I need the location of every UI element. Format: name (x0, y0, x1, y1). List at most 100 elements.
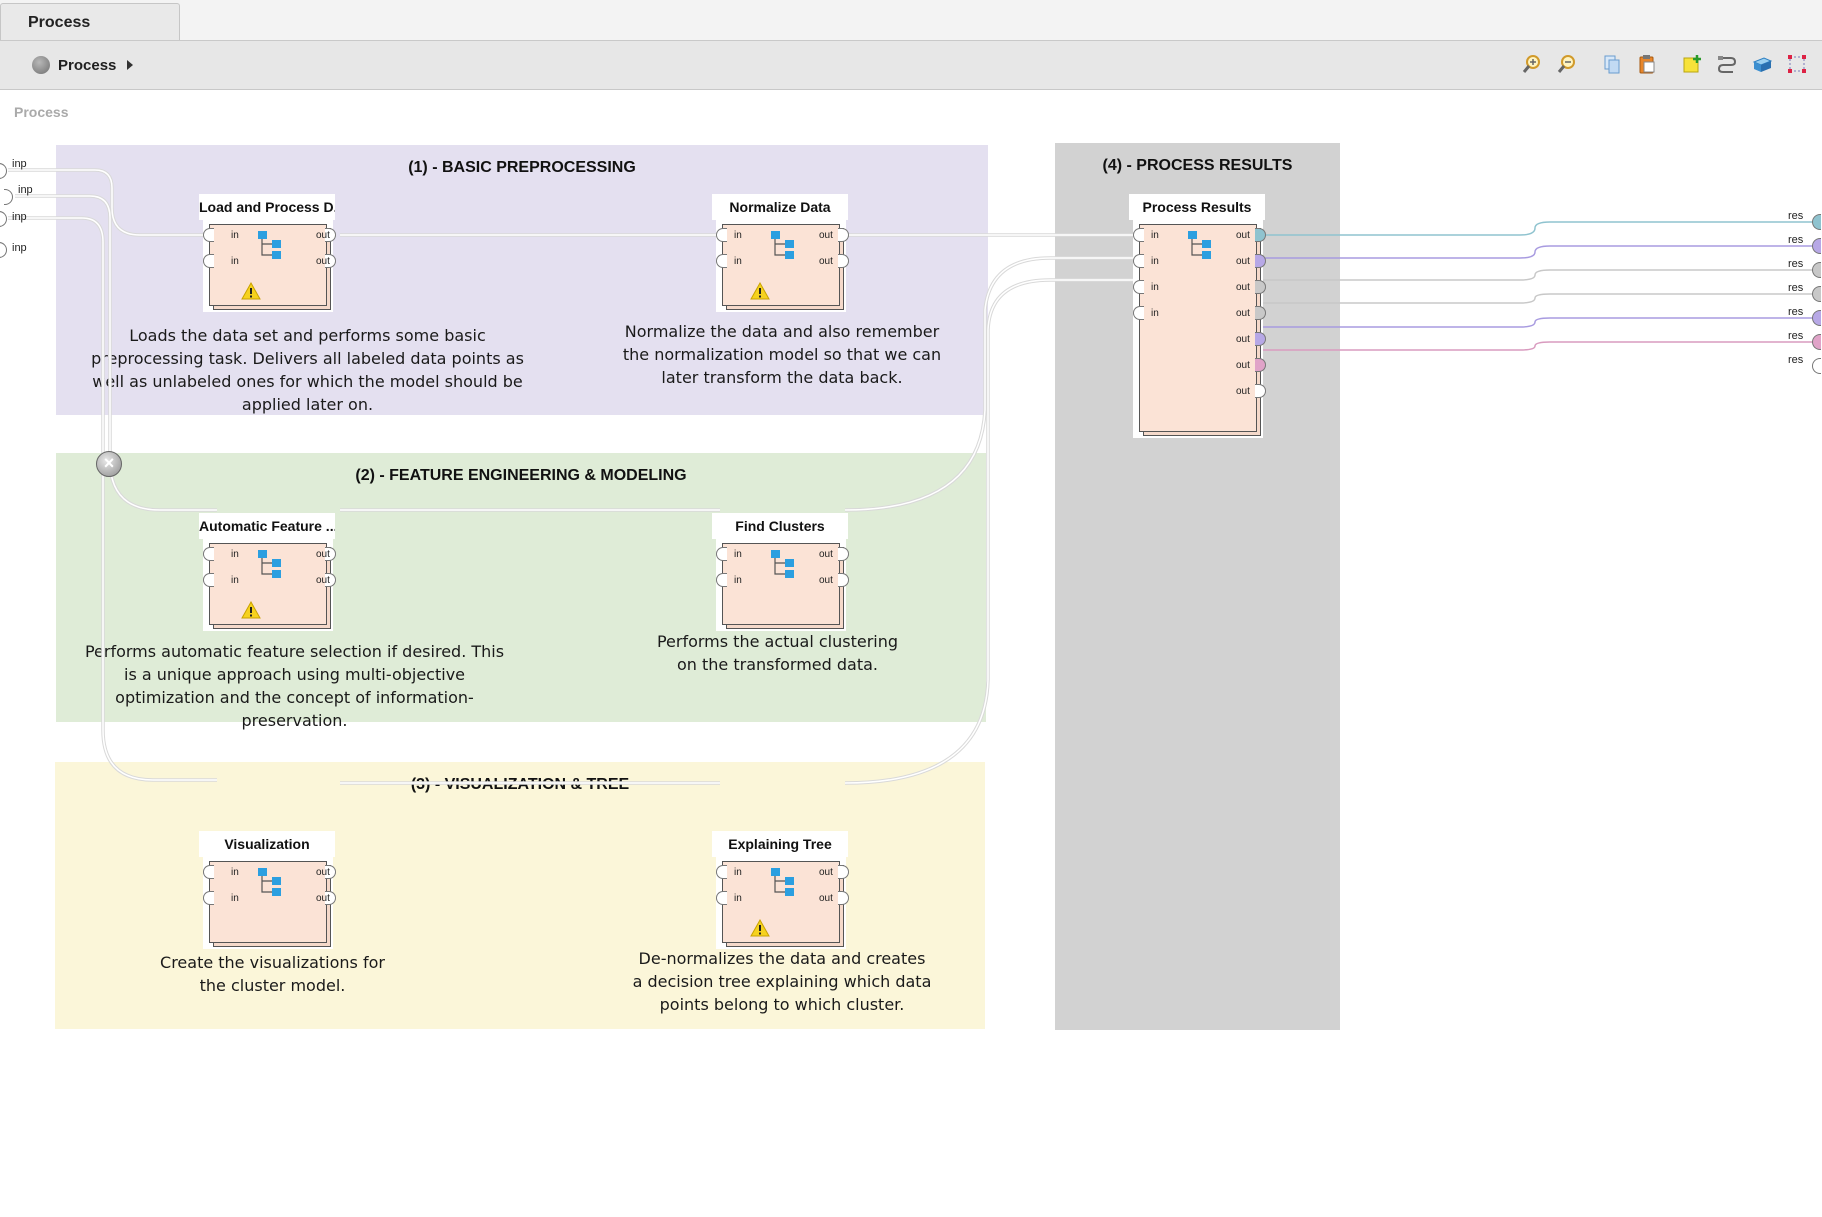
input-port[interactable] (716, 573, 727, 587)
input-port[interactable] (716, 865, 727, 879)
port-label: in (231, 256, 239, 267)
layers-icon[interactable] (1751, 53, 1773, 75)
port-label: out (1236, 256, 1250, 267)
output-port[interactable] (1255, 358, 1266, 372)
warning-icon[interactable] (241, 281, 261, 305)
output-port[interactable] (838, 254, 849, 268)
input-port[interactable] (716, 228, 727, 242)
breadcrumb[interactable]: Process (32, 54, 134, 76)
port-label: out (819, 867, 833, 878)
fit-view-icon[interactable] (1786, 53, 1808, 75)
input-port[interactable] (716, 547, 727, 561)
paste-icon[interactable] (1636, 53, 1658, 75)
port-label: out (819, 256, 833, 267)
operator-title: Normalize Data (712, 194, 848, 220)
operator-title: Visualization (199, 831, 335, 857)
port-label: in (231, 893, 239, 904)
subprocess-icon (257, 867, 285, 904)
operator-load-and-process-data[interactable]: Load and Process D... in in out out (199, 194, 336, 318)
subprocess-icon (257, 549, 285, 586)
output-port[interactable] (1255, 228, 1266, 242)
input-port[interactable] (203, 891, 214, 905)
input-port-label: inp (12, 158, 27, 170)
operator-title: Load and Process D... (199, 194, 335, 220)
output-port[interactable] (838, 547, 849, 561)
output-port[interactable] (325, 228, 336, 242)
warning-icon[interactable] (750, 281, 770, 305)
port-label: out (1236, 386, 1250, 397)
group-title: (4) - PROCESS RESULTS (1102, 157, 1293, 174)
port-label: out (316, 256, 330, 267)
output-port[interactable] (838, 891, 849, 905)
port-label: in (734, 893, 742, 904)
port-label: out (316, 893, 330, 904)
description-load: Loads the data set and performs some bas… (91, 326, 524, 414)
result-port-1[interactable] (1812, 214, 1821, 230)
chevron-right-icon[interactable] (127, 60, 134, 70)
copy-icon[interactable] (1601, 53, 1623, 75)
result-port-6[interactable] (1812, 334, 1821, 350)
result-port-2[interactable] (1812, 238, 1821, 254)
warning-icon[interactable] (241, 600, 261, 624)
output-port[interactable] (325, 547, 336, 561)
output-port[interactable] (838, 865, 849, 879)
output-port[interactable] (838, 228, 849, 242)
result-port-3[interactable] (1812, 262, 1821, 278)
result-port-label: res (1788, 210, 1804, 222)
input-port[interactable] (203, 865, 214, 879)
description-explaining-tree: De-normalizes the data and creates a dec… (632, 949, 932, 1014)
result-port-4[interactable] (1812, 286, 1821, 302)
operator-explaining-tree[interactable]: Explaining Tree in in out out (712, 831, 849, 955)
output-port[interactable] (325, 891, 336, 905)
operator-find-clusters[interactable]: Find Clusters in in out out (712, 513, 849, 637)
input-port[interactable] (203, 228, 214, 242)
input-port[interactable] (1133, 306, 1144, 320)
output-port[interactable] (325, 254, 336, 268)
tab-process[interactable]: Process (0, 3, 180, 40)
input-port[interactable] (1133, 228, 1144, 242)
port-label: out (316, 867, 330, 878)
input-port[interactable] (203, 547, 214, 561)
result-port-5[interactable] (1812, 310, 1821, 326)
output-port[interactable] (1255, 306, 1266, 320)
output-port[interactable] (838, 573, 849, 587)
process-canvas[interactable]: Process (1) - BASIC PREPROCESSING (2) - … (0, 90, 1822, 1217)
zoom-out-icon[interactable] (1556, 53, 1578, 75)
operator-automatic-feature-engineering[interactable]: Automatic Feature ... in in out out (199, 513, 336, 637)
port-label: in (231, 867, 239, 878)
subprocess-icon (770, 230, 798, 267)
operator-body (1139, 224, 1257, 432)
zoom-in-icon[interactable] (1521, 53, 1543, 75)
output-port[interactable] (1255, 280, 1266, 294)
operator-normalize-data[interactable]: Normalize Data in in out out (712, 194, 849, 318)
output-port[interactable] (325, 573, 336, 587)
operator-visualization[interactable]: Visualization in in out out (199, 831, 336, 955)
auto-wire-icon[interactable] (1716, 53, 1738, 75)
description-normalize: Normalize the data and also remember the… (622, 322, 942, 387)
input-port[interactable] (1133, 280, 1144, 294)
subprocess-icon (257, 230, 285, 267)
port-label: out (1236, 230, 1250, 241)
result-port-7[interactable] (1812, 358, 1821, 374)
process-toolbar: Process (0, 41, 1822, 90)
input-port[interactable] (716, 254, 727, 268)
wire-explainingtree-results[interactable] (844, 278, 1145, 785)
input-port[interactable] (1133, 254, 1144, 268)
output-port[interactable] (1255, 384, 1266, 398)
remove-connection-button[interactable]: × (96, 451, 122, 477)
input-port[interactable] (716, 891, 727, 905)
add-note-icon[interactable] (1681, 53, 1703, 75)
wire-inp3-visualization[interactable] (8, 216, 217, 782)
port-label: out (1236, 334, 1250, 345)
output-port[interactable] (1255, 254, 1266, 268)
output-port[interactable] (1255, 332, 1266, 346)
operator-body (722, 224, 840, 306)
output-port[interactable] (325, 865, 336, 879)
input-port[interactable] (203, 254, 214, 268)
operator-body (209, 224, 327, 306)
result-port-label: res (1788, 306, 1804, 318)
wire-findclusters-results[interactable] (844, 256, 1145, 512)
input-port[interactable] (203, 573, 214, 587)
warning-icon[interactable] (750, 918, 770, 942)
